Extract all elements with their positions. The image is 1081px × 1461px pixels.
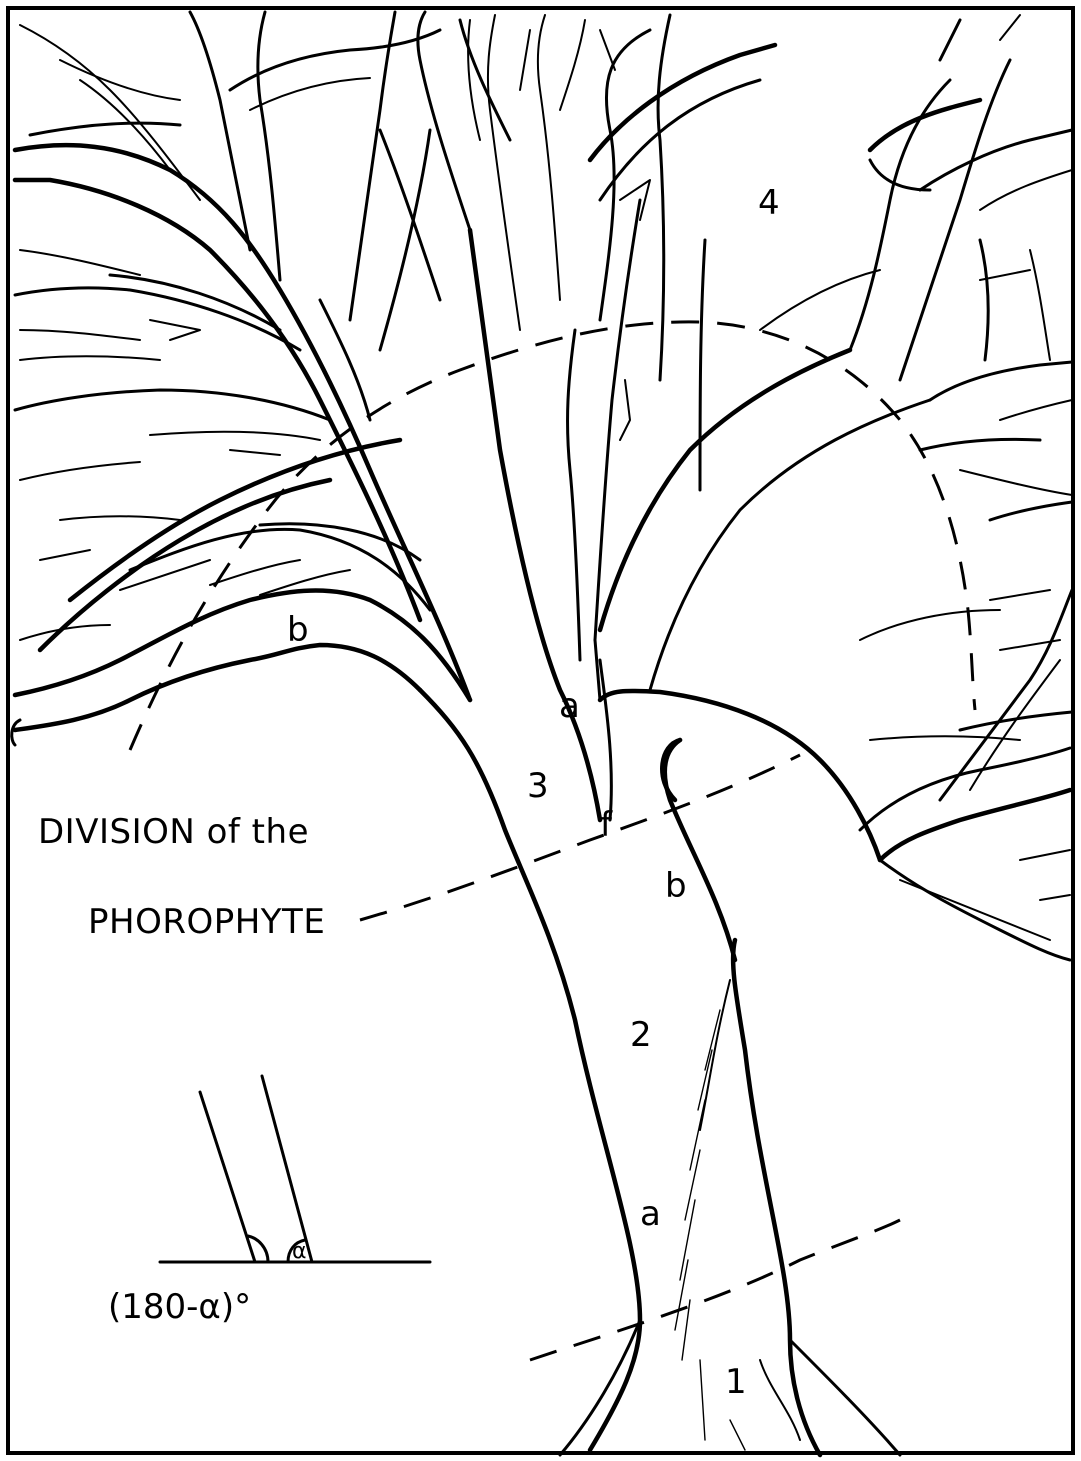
boundary-zone3-zone4 [130, 322, 975, 750]
left-branch [12, 440, 470, 745]
right-branches [760, 15, 1072, 960]
title-line-2: PHOROPHYTE [88, 902, 325, 942]
subzone-label-fork-a: a [559, 686, 580, 726]
frame-border [8, 8, 1073, 1453]
alpha-symbol: α [292, 1239, 307, 1264]
subzone-label-branch-b: b [287, 610, 309, 650]
zone-label-4: 4 [758, 183, 780, 223]
title-line-1: DIVISION of the [38, 812, 309, 852]
subzone-label-trunk-b: b [665, 866, 687, 906]
subzone-label-fork-f: f [600, 805, 613, 845]
zone-label-3: 3 [527, 766, 549, 806]
left-upper-branches [15, 12, 470, 700]
subzone-label-trunk-a: a [640, 1194, 661, 1234]
angle-label: (180-α)° [108, 1287, 251, 1327]
central-stems [470, 15, 930, 860]
boundary-zone1-zone2 [530, 1220, 900, 1360]
boundary-zone2-zone3 [360, 755, 800, 920]
trunk [420, 690, 900, 1455]
angle-sketch: α [160, 1076, 430, 1264]
zone-label-1: 1 [725, 1362, 747, 1402]
zone-label-2: 2 [630, 1015, 652, 1055]
